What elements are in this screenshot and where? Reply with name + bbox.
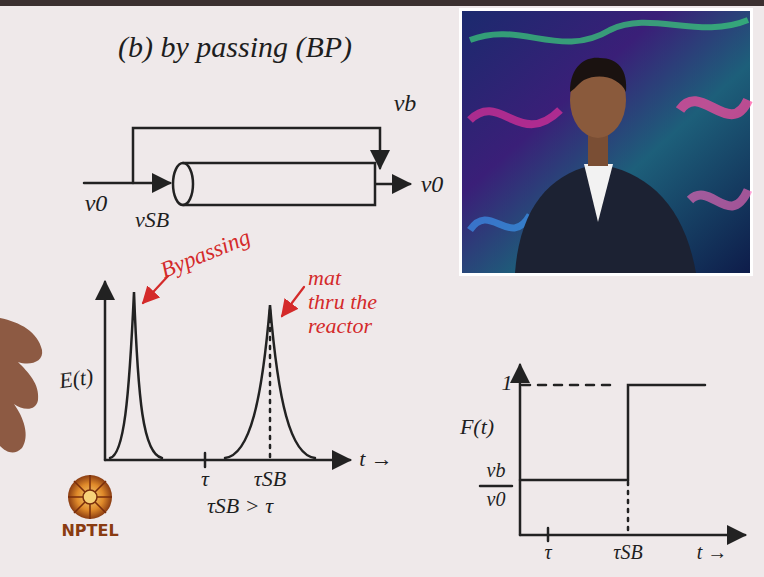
- flow-symbol: v0: [421, 171, 444, 197]
- callout-note: mat thru the reactor: [308, 266, 382, 339]
- flow-symbol: v0: [85, 190, 108, 216]
- video-inset: [459, 8, 753, 276]
- axis-label: E(t): [57, 365, 94, 394]
- slide-title: (b) by passing (BP): [118, 30, 352, 63]
- top-band: [0, 0, 764, 6]
- fraction-denominator: v0: [487, 488, 506, 510]
- flow-symbol: vb: [394, 90, 417, 116]
- tick-label: τ: [201, 467, 209, 491]
- axis-label: F(t): [460, 415, 494, 439]
- tick-label: τSB: [613, 541, 642, 563]
- tick-label: τSB: [254, 467, 286, 491]
- logo-text: NPTEL: [61, 522, 118, 540]
- tick-label: 1: [502, 371, 513, 395]
- axis-label: t →: [359, 447, 393, 471]
- reactor-sketch: [84, 128, 410, 205]
- axis-label: t →: [697, 541, 728, 563]
- nptel-logo: [68, 475, 112, 519]
- callout-note: Bypassing: [156, 224, 253, 283]
- f-curve-graph: [480, 365, 745, 541]
- tick-label: τ: [544, 541, 551, 563]
- note: τSB > τ: [207, 494, 273, 518]
- flow-symbol: vSB: [135, 208, 169, 232]
- presenter-hand: [0, 318, 42, 452]
- fraction-numerator: vb: [487, 459, 506, 481]
